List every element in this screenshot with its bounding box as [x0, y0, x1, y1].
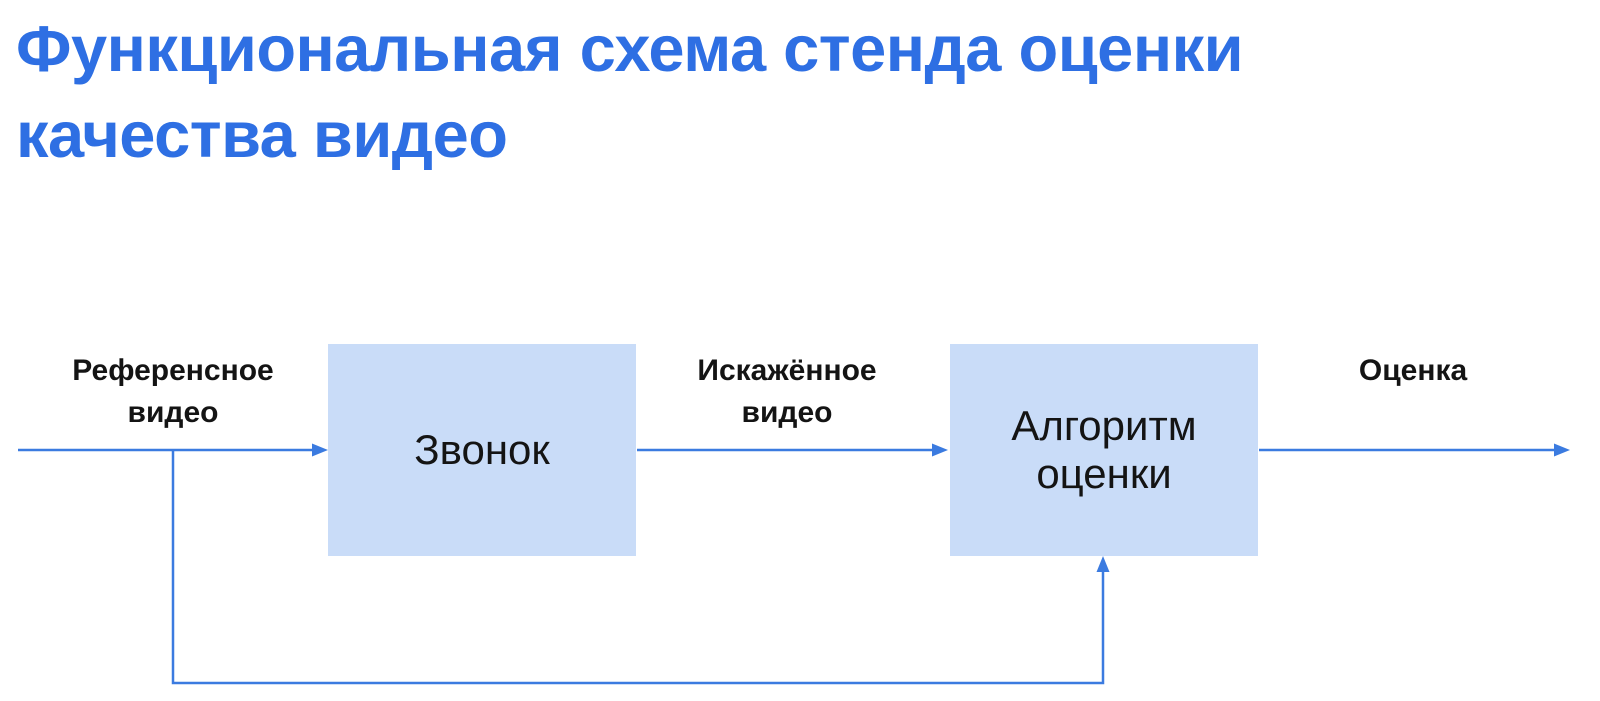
arrow-algorithm-to-output-head: [1554, 443, 1570, 457]
page-title: Функциональная схема стенда оценки качест…: [16, 6, 1244, 178]
label-score: Оценка: [1358, 354, 1468, 387]
label-distorted-video: Искажённое видео: [697, 354, 877, 429]
node-call-label: Звонок: [414, 425, 550, 473]
node-evaluation-algorithm-label: Алгоритм оценки: [1011, 401, 1197, 497]
arrow-call-to-algorithm-head: [932, 443, 948, 457]
feedback-arrowhead: [1096, 556, 1110, 572]
label-reference-video: Референсное видео: [72, 354, 274, 429]
page-title-line1: Функциональная схема стенда оценки: [16, 12, 1244, 85]
arrow-input-to-call-head: [312, 443, 328, 457]
page-title-line2: качества видео: [16, 98, 508, 171]
feedback-line: [171, 450, 1105, 685]
node-call: Звонок: [328, 344, 636, 556]
node-evaluation-algorithm: Алгоритм оценки: [950, 344, 1258, 556]
